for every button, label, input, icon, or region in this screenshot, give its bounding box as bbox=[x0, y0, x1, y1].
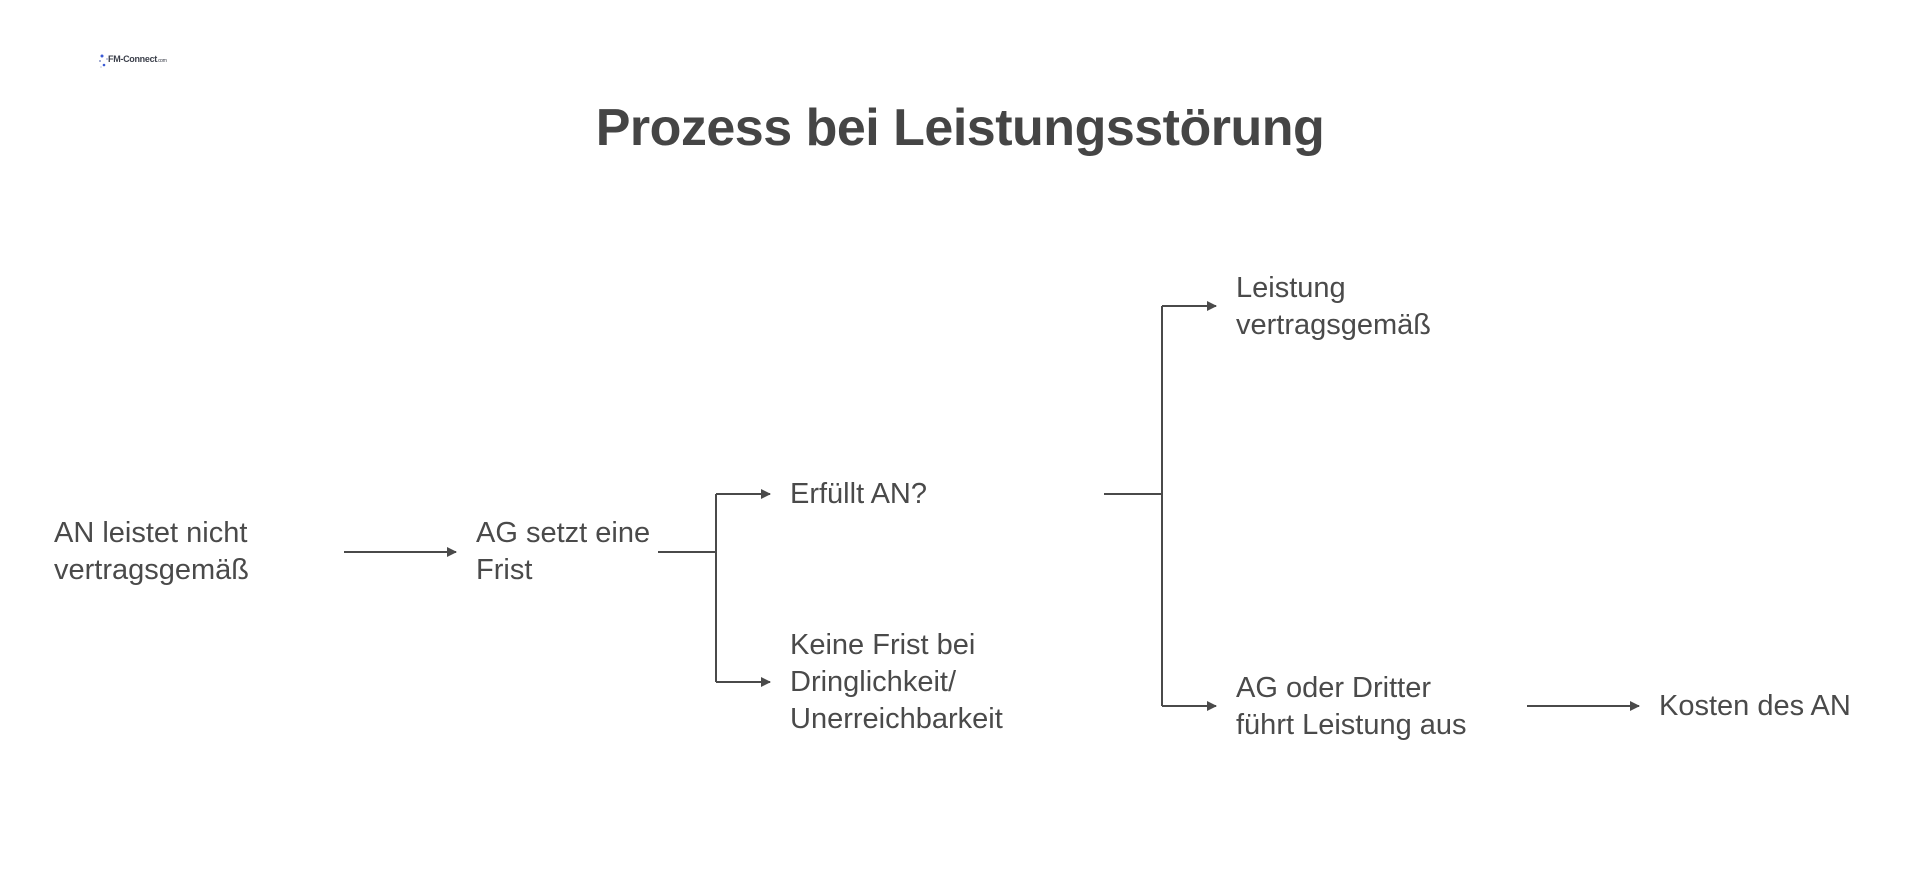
node-line: vertragsgemäß bbox=[54, 554, 250, 586]
node-ag-oder-dritter: AG oder Dritter führt Leistung aus bbox=[1236, 670, 1467, 744]
node-line: Kosten des AN bbox=[1659, 690, 1851, 722]
node-line: AG setzt eine bbox=[476, 517, 651, 549]
node-leistung-vertragsgemaess: Leistung vertragsgemäß bbox=[1236, 270, 1431, 344]
node-line: Keine Frist bei bbox=[790, 629, 976, 661]
node-ag-setzt-frist: AG setzt eine Frist bbox=[476, 515, 650, 589]
node-line: Erfüllt AN? bbox=[790, 478, 927, 510]
node-line: AN leistet nicht bbox=[54, 517, 248, 549]
node-erfuellt-an: Erfüllt AN? bbox=[790, 476, 927, 513]
node-an-leistet-nicht: AN leistet nicht vertragsgemäß bbox=[54, 515, 249, 589]
node-line: Dringlichkeit/ bbox=[790, 666, 956, 698]
node-line: Frist bbox=[476, 554, 533, 586]
node-line: führt Leistung aus bbox=[1236, 709, 1467, 741]
logo-star-icon bbox=[99, 54, 108, 68]
node-line: vertragsgemäß bbox=[1236, 309, 1432, 341]
node-line: Unerreichbarkeit bbox=[790, 703, 1003, 735]
node-line: Leistung bbox=[1236, 272, 1346, 304]
node-keine-frist: Keine Frist bei Dringlichkeit/ Unerreich… bbox=[790, 627, 1003, 738]
node-kosten-des-an: Kosten des AN bbox=[1659, 688, 1851, 725]
diagram-title: Prozess bei Leistungsstörung bbox=[595, 99, 1325, 157]
node-line: AG oder Dritter bbox=[1236, 672, 1431, 704]
logo-text: FM-Connect.com bbox=[108, 54, 167, 64]
logo: FM-Connect.com bbox=[98, 50, 167, 76]
